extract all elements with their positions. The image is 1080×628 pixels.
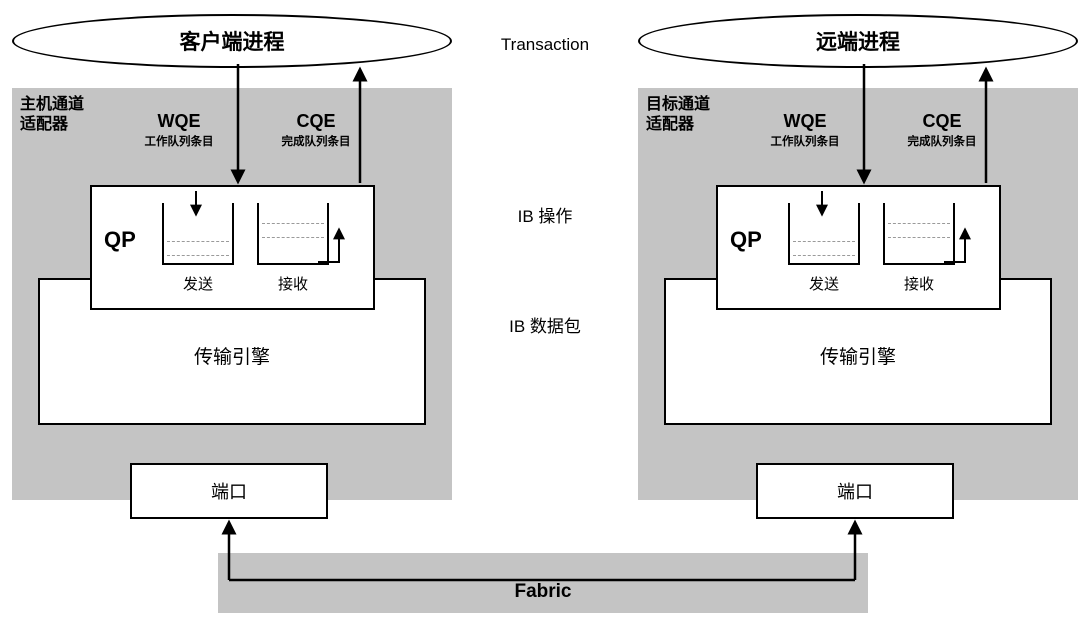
- send-queue: [162, 203, 234, 265]
- transport-engine-label: 传输引擎: [819, 347, 896, 368]
- transaction-label: Transaction: [500, 35, 590, 54]
- cqe-title: CQE: [296, 111, 336, 131]
- cqe-subtitle: 完成队列条目: [281, 136, 351, 148]
- queue-entry-dash: [888, 237, 950, 238]
- qp-box: QP 发送 接收: [716, 185, 1001, 310]
- recv-queue: [257, 203, 329, 265]
- host-port-box: 端口: [130, 463, 328, 519]
- fabric-bar: Fabric: [218, 553, 868, 613]
- target-adapter-label-line1: 目标通道: [646, 96, 711, 113]
- wqe-title: WQE: [157, 111, 201, 131]
- target-channel-adapter-panel: 远端进程 目标通道 适配器 WQE 工作队列条目 CQE 完成队列条目 传输引擎…: [638, 0, 1080, 628]
- qp-label: QP: [104, 227, 136, 252]
- middle-labels: Transaction IB 操作 IB 数据包: [452, 0, 638, 628]
- queue-entry-dash: [262, 237, 324, 238]
- send-queue: [788, 203, 860, 265]
- recv-queue: [883, 203, 955, 265]
- cqe-label-group: CQE 完成队列条目: [258, 111, 374, 149]
- target-port-label: 端口: [837, 482, 873, 502]
- host-adapter-label-line2: 适配器: [20, 116, 69, 133]
- qp-label: QP: [730, 227, 762, 252]
- host-channel-adapter-panel: 客户端进程 主机通道 适配器 WQE 工作队列条目 CQE 完成队列条目 传输引…: [12, 0, 454, 628]
- qp-box: QP 发送 接收: [90, 185, 375, 310]
- target-adapter-label: 目标通道 适配器: [646, 95, 710, 135]
- send-queue-label: 发送: [182, 276, 213, 293]
- cqe-title: CQE: [922, 111, 962, 131]
- recv-queue-label: 接收: [277, 276, 308, 293]
- cqe-label-group: CQE 完成队列条目: [884, 111, 1000, 149]
- queue-entry-dash: [167, 255, 229, 256]
- queue-entry-dash: [167, 241, 229, 242]
- target-port-box: 端口: [756, 463, 954, 519]
- client-process-label: 客户端进程: [179, 31, 285, 54]
- recv-queue-label: 接收: [903, 276, 934, 293]
- remote-process-ellipse: 远端进程: [638, 14, 1078, 68]
- queue-entry-dash: [793, 255, 855, 256]
- fabric-label: Fabric: [514, 581, 572, 602]
- wqe-label-group: WQE 工作队列条目: [750, 111, 860, 149]
- host-adapter-label-line1: 主机通道: [20, 96, 85, 113]
- send-queue-label: 发送: [808, 276, 839, 293]
- client-process-ellipse: 客户端进程: [12, 14, 452, 68]
- host-adapter-label: 主机通道 适配器: [20, 95, 84, 135]
- queue-entry-dash: [793, 241, 855, 242]
- wqe-title: WQE: [783, 111, 827, 131]
- target-adapter-label-line2: 适配器: [646, 116, 695, 133]
- ib-operation-label: IB 操作: [517, 207, 573, 226]
- wqe-subtitle: 工作队列条目: [144, 136, 214, 148]
- transport-engine-label: 传输引擎: [193, 347, 270, 368]
- remote-process-label: 远端进程: [816, 31, 900, 54]
- host-port-label: 端口: [211, 482, 247, 502]
- cqe-subtitle: 完成队列条目: [907, 136, 977, 148]
- wqe-subtitle: 工作队列条目: [770, 136, 840, 148]
- wqe-label-group: WQE 工作队列条目: [124, 111, 234, 149]
- queue-entry-dash: [262, 223, 324, 224]
- queue-entry-dash: [888, 223, 950, 224]
- ib-packet-label: IB 数据包: [509, 317, 581, 336]
